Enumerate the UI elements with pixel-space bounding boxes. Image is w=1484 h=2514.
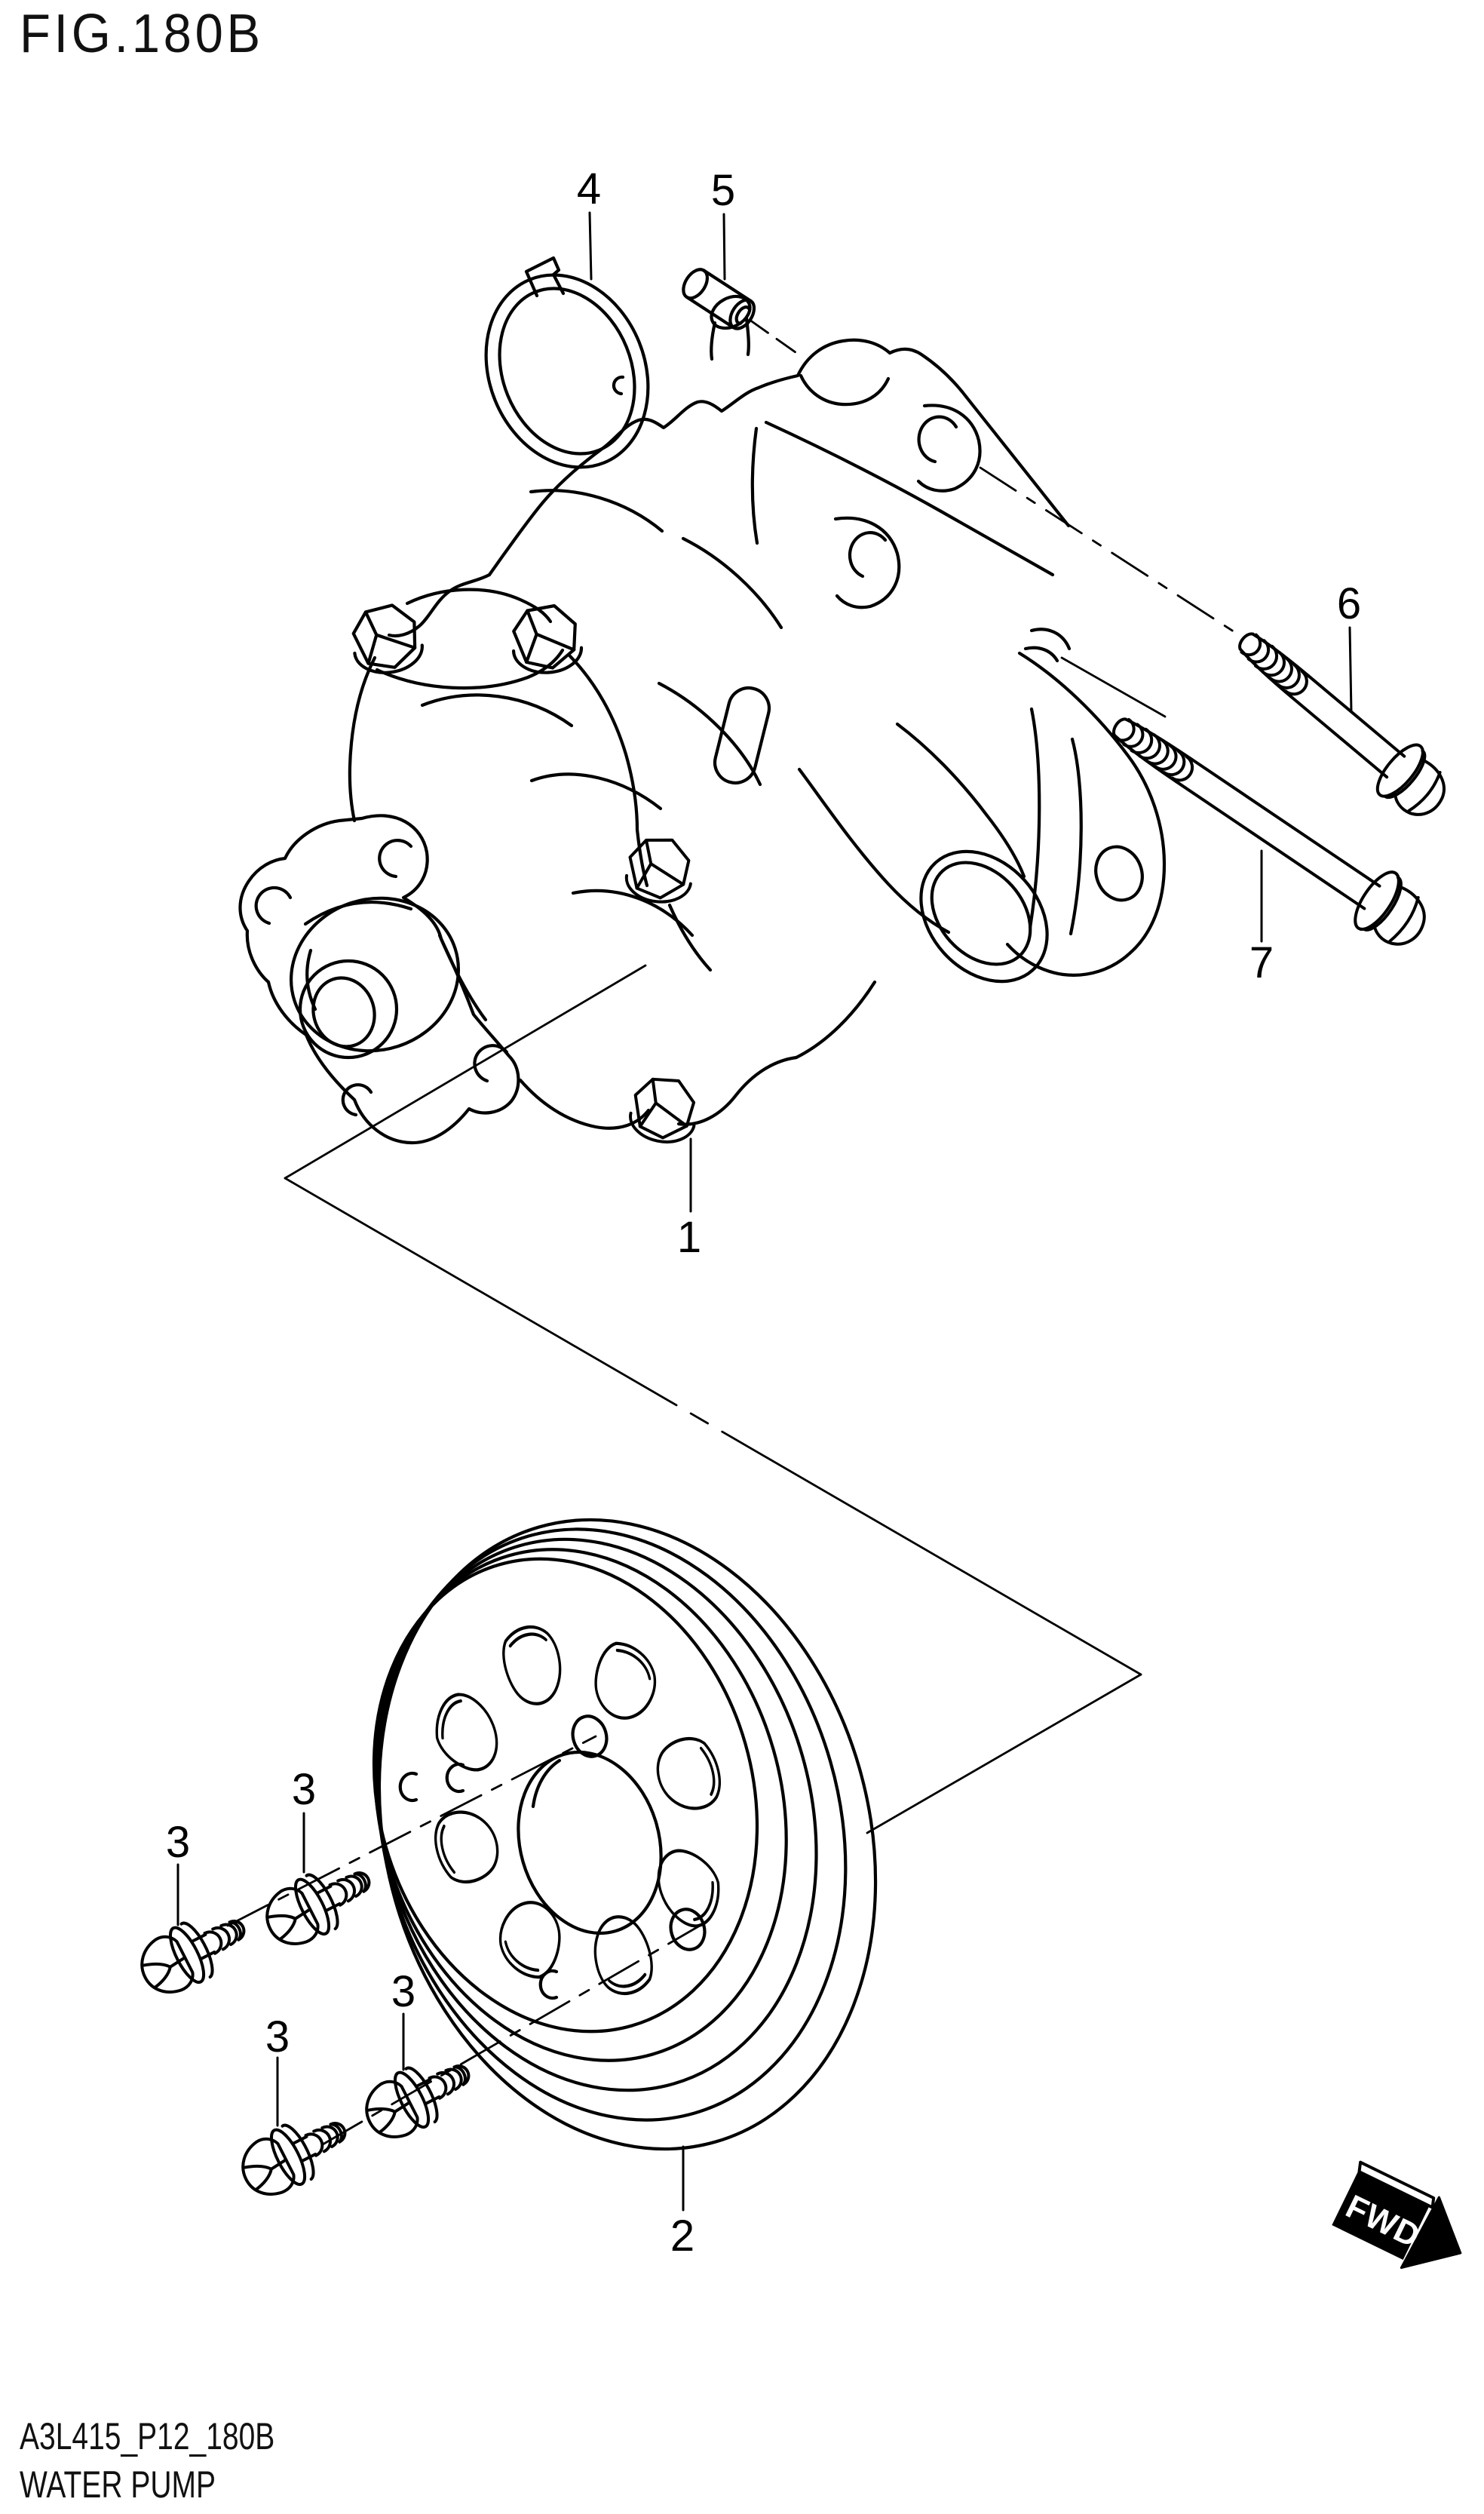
bolt-3-upper-right <box>254 1849 384 1957</box>
gasket-drawing <box>484 256 650 469</box>
bolt-7-centerline <box>1060 656 1167 718</box>
callout-5-leader <box>722 213 726 281</box>
callout-3c-label: 3 <box>391 1967 415 2016</box>
callout-2-label: 2 <box>670 2212 694 2261</box>
callout-3a-label: 3 <box>292 1765 316 1814</box>
callouts: 4 5 6 7 1 2 3 3 3 3 <box>166 164 1361 2261</box>
bolt-3-centerline-lower <box>321 1924 701 2146</box>
pump-hex-bolt-4 <box>625 1072 703 1149</box>
footer: A3L415_P12_180B WATER PUMP <box>20 2412 347 2509</box>
pump-hub-dome <box>289 896 461 1053</box>
callout-3b-label: 3 <box>166 1818 190 1867</box>
bolt-3-upper-left <box>129 1898 259 2006</box>
outlet-mouth-outer <box>919 849 1049 984</box>
callout-3d-label: 3 <box>265 2012 290 2061</box>
callout-6-leader <box>1348 626 1353 714</box>
bolt-3-lower-right <box>354 2043 483 2150</box>
projection-lines <box>284 964 1142 1834</box>
pulley-center-hole <box>517 1750 663 1935</box>
callout-1-label: 1 <box>677 1213 701 1262</box>
pin-centerline <box>748 318 802 358</box>
projection-line-upper <box>284 964 647 1180</box>
pump-hex-bolt-3 <box>622 833 697 907</box>
pulley-slots <box>385 1587 771 2033</box>
callout-6-label: 6 <box>1337 579 1361 628</box>
fwd-arrowhead <box>1400 2196 1462 2270</box>
pump-hub-bore <box>311 976 376 1048</box>
gasket-tab <box>524 256 566 298</box>
water-pump-body-drawing <box>238 294 1167 1149</box>
projection-line-lower <box>866 1673 1142 1834</box>
callout-7-label: 7 <box>1249 938 1274 987</box>
bolt-3-lower-left <box>230 2100 360 2208</box>
figure-title: FIG.180B <box>20 4 264 64</box>
pin-drawing <box>682 268 802 358</box>
bolt-3-centerline-upper <box>226 1735 597 1927</box>
callout-4-label: 4 <box>577 164 601 213</box>
fwd-arrow-body <box>1332 2170 1430 2261</box>
bolt-6-centerline <box>979 466 1244 639</box>
gasket-notch <box>612 375 625 396</box>
pump-flange-outline <box>238 814 520 1145</box>
callout-5-label: 5 <box>711 166 735 215</box>
fwd-arrow: FWD <box>1332 2160 1462 2270</box>
bolt-6 <box>1221 612 1461 830</box>
figure-caption: WATER PUMP <box>20 2463 216 2506</box>
bolt-7 <box>1096 695 1441 959</box>
callout-4-leader <box>588 211 593 281</box>
pulley-face <box>372 1557 759 2034</box>
figure-code: A3L415_P12_180B <box>20 2415 275 2457</box>
gasket-outer <box>484 273 650 469</box>
pump-hex-bolt-1 <box>349 602 425 677</box>
pulley-bolt-hole-1 <box>571 1714 609 1758</box>
projection-line-long <box>284 1177 1142 1676</box>
pulley-drawing <box>372 1518 878 2151</box>
mounting-bolts-drawing <box>979 466 1461 959</box>
pump-hub-ring <box>298 959 399 1060</box>
pulley-bolts-drawing <box>129 1735 701 2208</box>
